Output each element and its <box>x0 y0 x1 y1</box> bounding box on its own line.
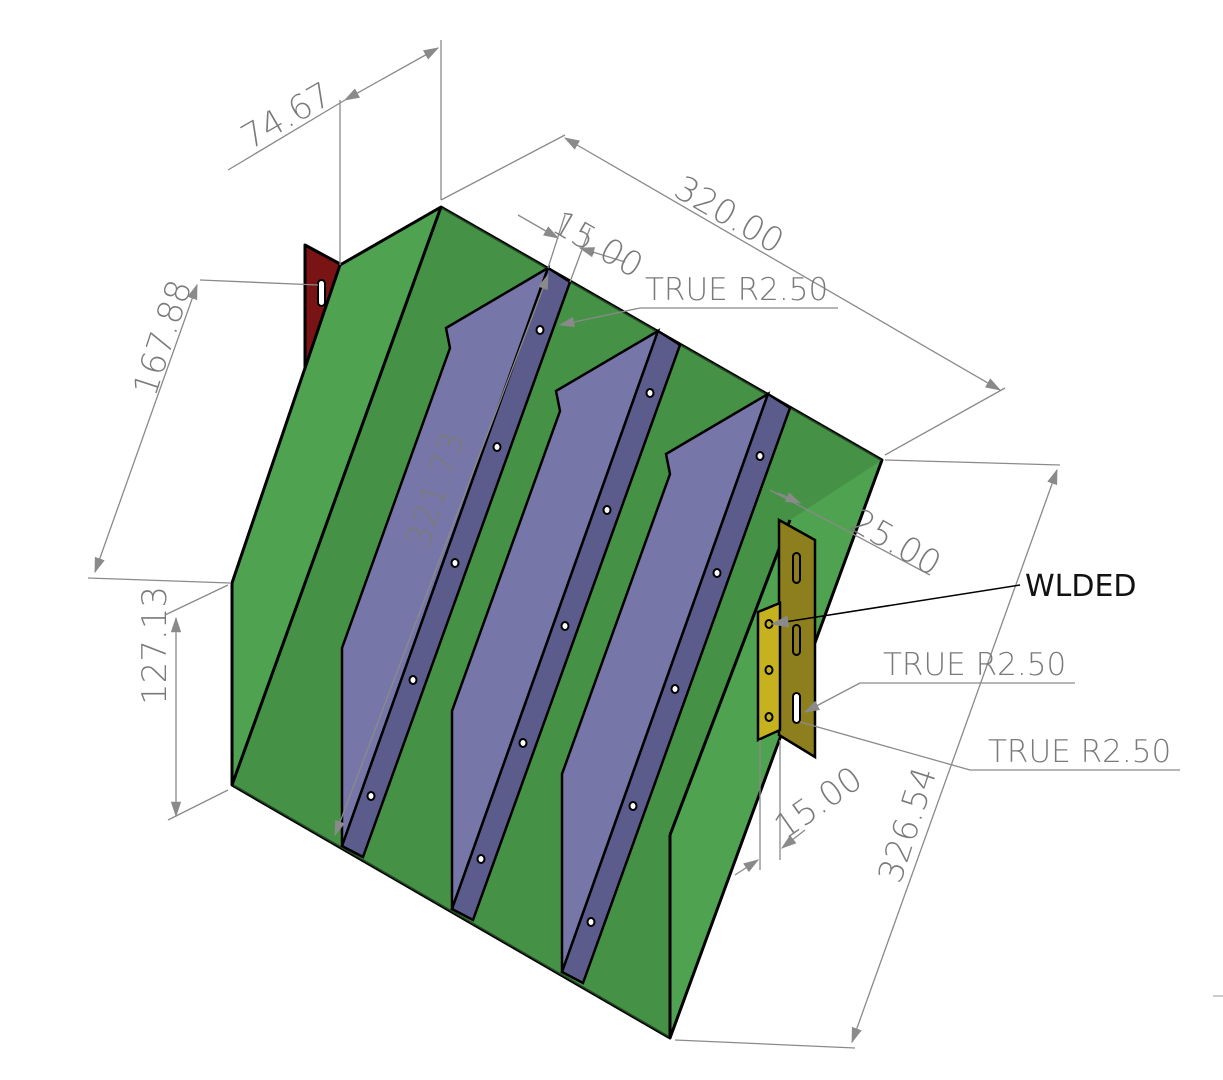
dim-127-13: 127.13 <box>135 586 175 705</box>
note-true-r2-50-bottom: TRUE R2.50 <box>988 734 1171 770</box>
dim-326-54: 326.54 <box>871 762 946 888</box>
dim-15-top: 15.00 <box>546 203 650 286</box>
fin-hole <box>712 568 722 578</box>
bracket-yellow <box>756 601 782 742</box>
note-true-r2-50-top: TRUE R2.50 <box>645 272 828 308</box>
tab-slot <box>317 279 326 307</box>
fin-hole <box>628 801 638 811</box>
fin-hole <box>535 325 545 335</box>
fin-hole <box>670 684 680 694</box>
fin-hole <box>366 791 376 801</box>
dimension-lines <box>87 40 1180 1049</box>
fin-hole <box>476 854 486 864</box>
dim-167-88: 167.88 <box>126 275 201 401</box>
dim-25: 25.00 <box>844 501 948 584</box>
fin-hole <box>408 675 418 685</box>
fin-3 <box>560 391 792 985</box>
dim-15-bottom: 15.00 <box>767 759 870 848</box>
fin-hole <box>586 917 596 927</box>
fin-hole <box>645 388 655 398</box>
fin-hole <box>518 738 528 748</box>
note-true-r2-50-mid: TRUE R2.50 <box>883 647 1066 683</box>
fin-hole <box>755 451 765 461</box>
fin-hole <box>450 558 460 568</box>
dim-74-67: 74.67 <box>235 74 339 157</box>
fin-hole <box>602 505 612 515</box>
fin-hole <box>560 621 570 631</box>
note-welded: WLDED <box>1025 569 1137 604</box>
dim-320: 320.00 <box>668 168 791 262</box>
fin-hole <box>492 442 502 452</box>
